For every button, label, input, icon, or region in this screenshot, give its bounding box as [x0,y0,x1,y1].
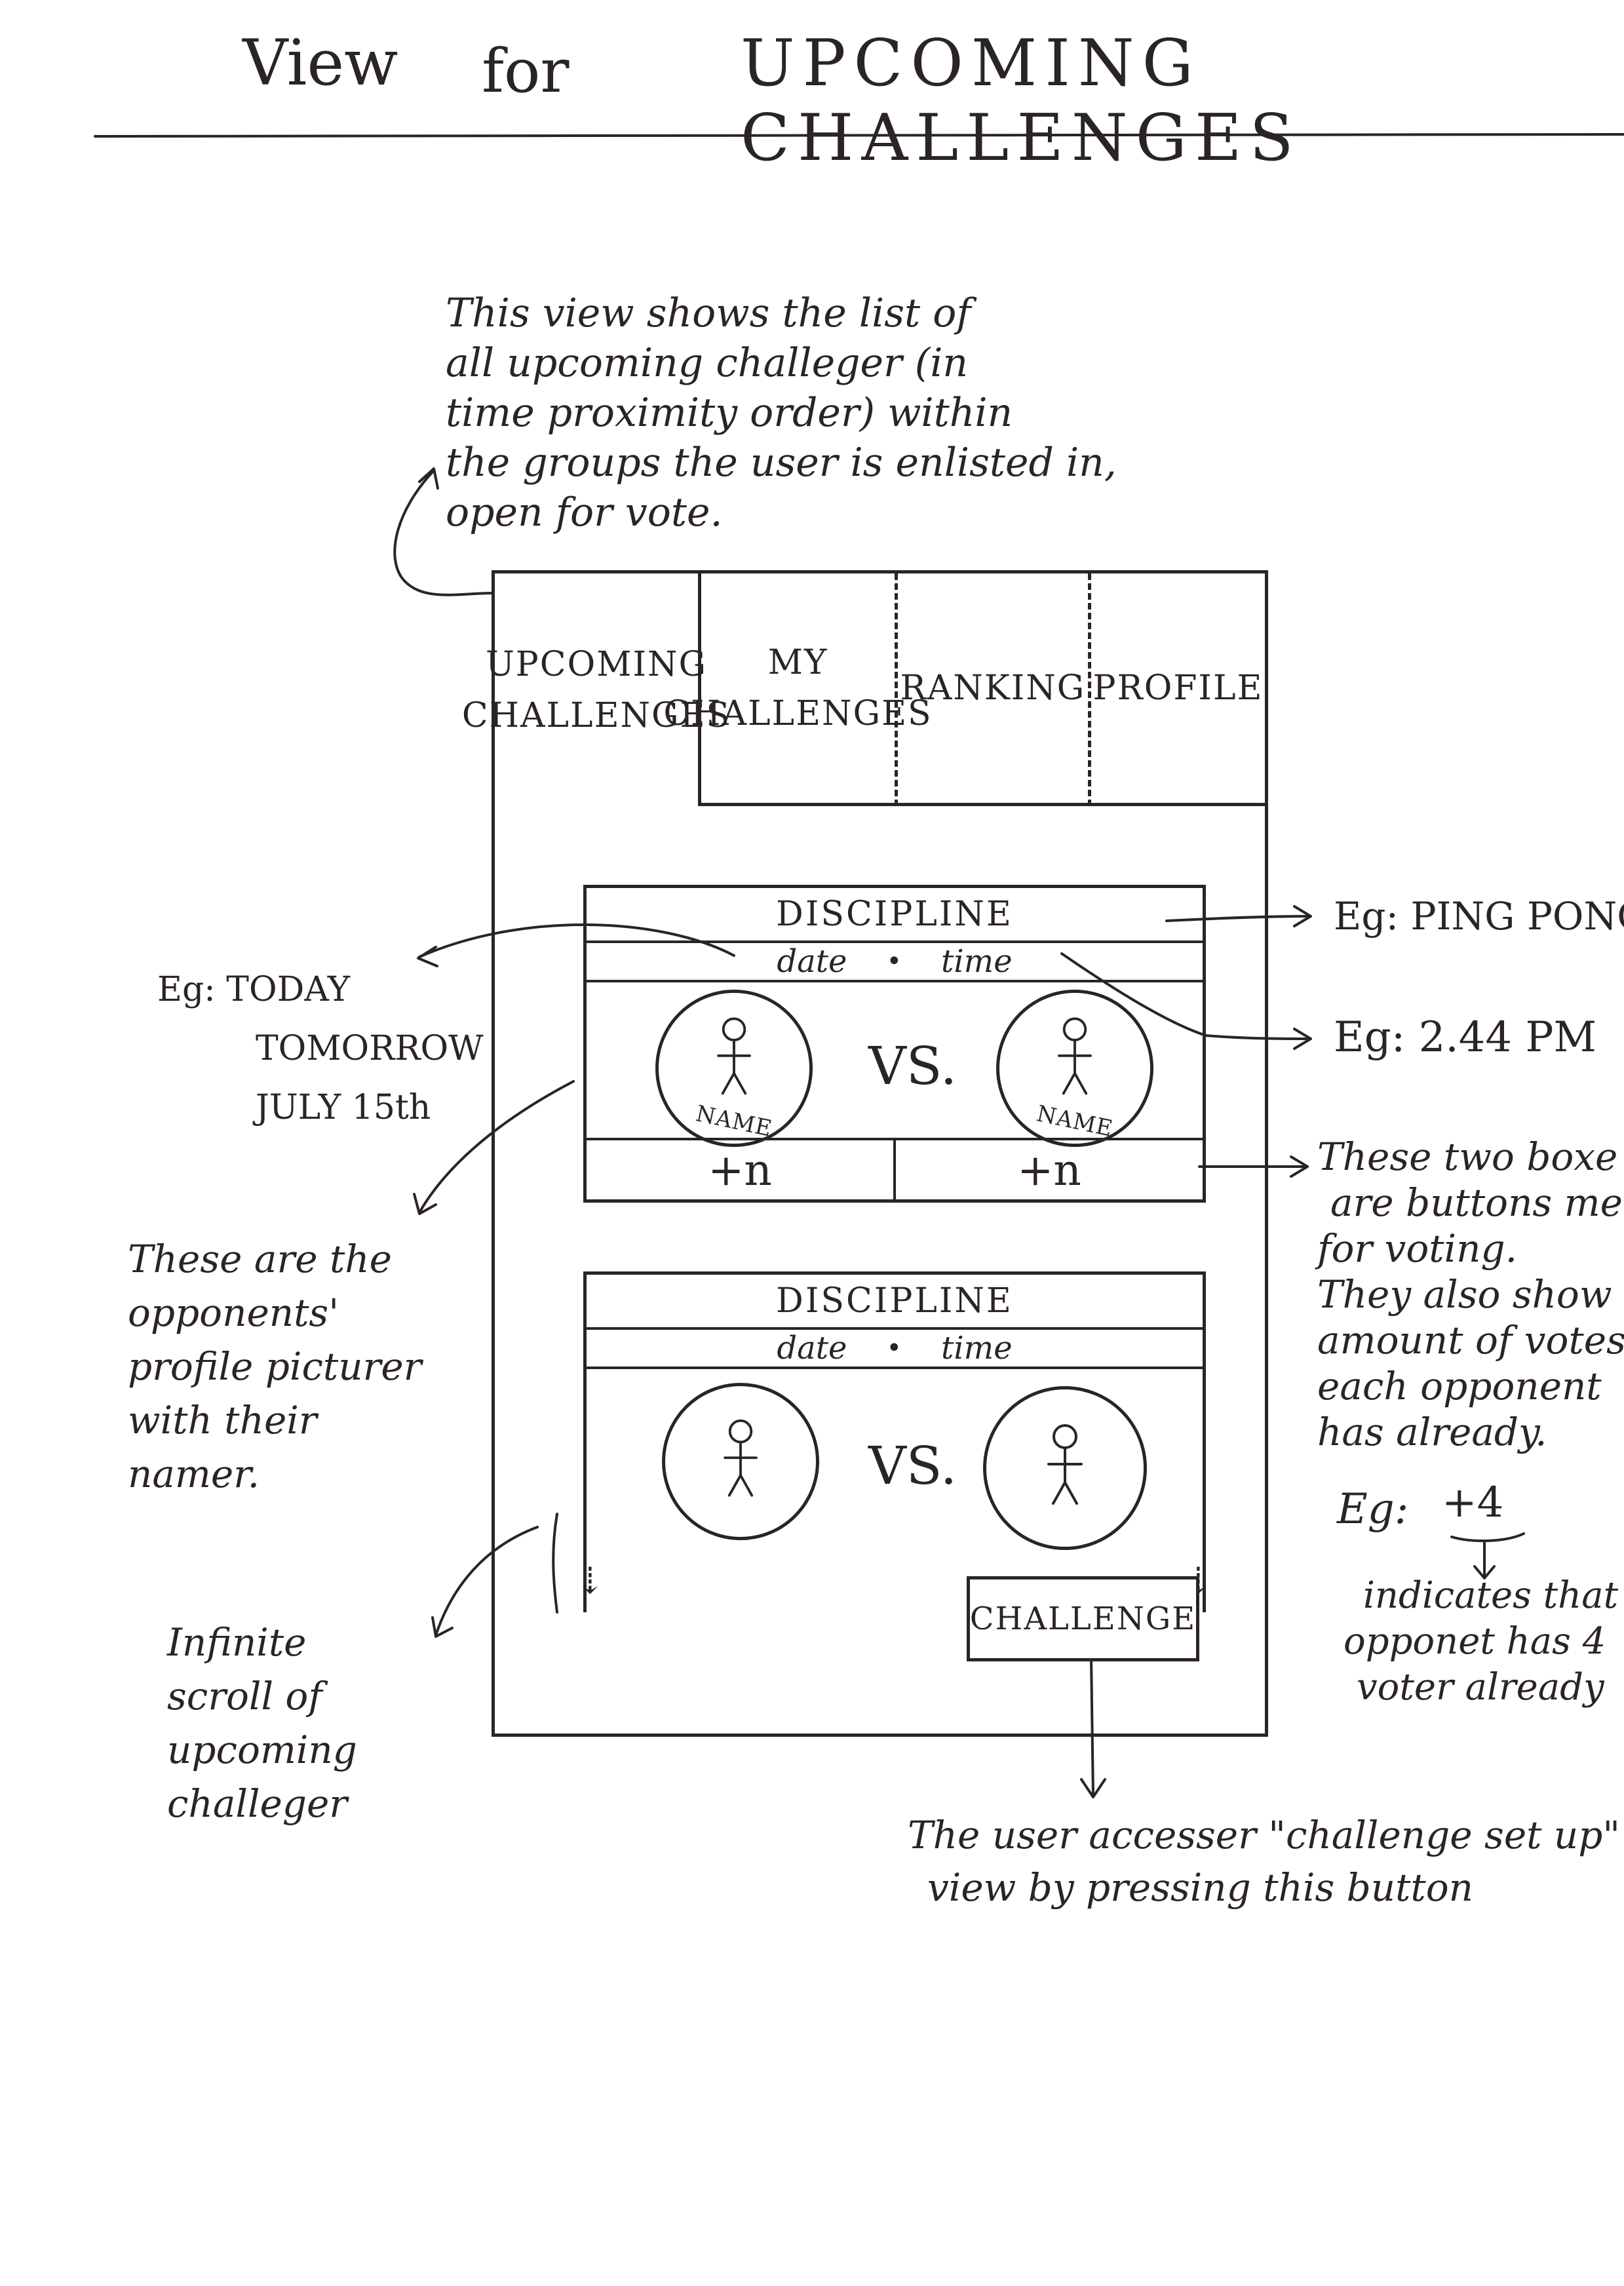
note-infinite-scroll: Infinite scroll of upcoming challeger [167,1616,357,1831]
note-profile-line: opponents' [128,1290,339,1335]
note-scroll-line: upcoming [167,1728,357,1772]
separator-dot: • [886,1333,902,1363]
note-top-line: time proximity order) within [446,390,1013,436]
tab-label: MY [767,643,828,682]
note-profile-line: These are the [128,1237,392,1281]
note-vote-buttons: These two boxe are buttons mea for votin… [1317,1134,1624,1455]
note-profile-pictures: These are the opponents' profile picture… [128,1232,421,1501]
tab-ranking[interactable]: RANKING [895,573,1088,806]
date-label: date [777,943,847,980]
note-vote-example-value: +4 [1442,1479,1504,1527]
opponent-avatar-right[interactable] [983,1386,1147,1550]
note-time-example: Eg: 2.44 PM [1334,1013,1597,1062]
opponent-avatar-left[interactable]: NAME [655,990,813,1147]
note-vote-line: for voting. [1317,1226,1518,1271]
note-discipline-example: Eg: PING PONG [1334,894,1624,939]
separator-dot: • [886,946,902,977]
note-vote-line: each opponent [1317,1364,1602,1408]
note-scroll-line: challeger [167,1781,348,1826]
note-date-example: Eg: TODAY TOMORROW JULY 15th [157,960,484,1137]
time-label: time [941,1330,1013,1366]
tab-label: CHALLENGES [663,694,933,733]
note-vote-expl-line: indicates that [1363,1574,1619,1617]
note-challenge-line: view by pressing this button [927,1865,1474,1910]
note-vote-line: are buttons mea [1330,1180,1624,1225]
tab-profile[interactable]: PROFILE [1088,573,1265,806]
tab-label: CHALLENGES [461,695,731,735]
vote-bar: +n +n [587,1138,1203,1199]
note-vote-line: They also show th [1317,1272,1624,1317]
note-vote-example-label: Eg: [1337,1485,1409,1534]
discipline-label: DISCIPLINE [587,1275,1203,1330]
tab-label: UPCOMING [485,644,708,684]
note-vote-line: has already. [1317,1410,1547,1454]
note-challenge-button: The user accesser "challenge set up" vie… [908,1809,1620,1914]
note-profile-line: profile picturer [128,1344,422,1389]
note-vote-line: These two boxe [1317,1134,1618,1179]
note-date-line: TOMORROW [256,1029,484,1068]
time-label: time [941,943,1013,980]
challenge-card[interactable]: DISCIPLINE date • time VS. [575,1271,1214,1612]
challenge-button[interactable]: CHALLENGE [967,1576,1199,1661]
note-top-line: all upcoming challeger (in [446,340,969,386]
tab-my-challenges[interactable]: MY CHALLENGES [663,573,931,806]
page-title: UPCOMING CHALLENGES [741,26,1302,176]
date-time-row: date • time [587,943,1203,982]
vote-right-button[interactable]: +n [893,1140,1203,1199]
note-vote-expl-line: voter already [1357,1666,1604,1709]
tab-label: PROFILE [1092,668,1264,708]
challenge-card[interactable]: DISCIPLINE date • time NAME VS. [583,885,1206,1203]
person-icon [717,1017,751,1095]
tab-upcoming-challenges[interactable]: UPCOMING CHALLENGES [462,573,729,806]
discipline-label: DISCIPLINE [587,888,1203,943]
note-top: This view shows the list of all upcoming… [446,288,1117,537]
note-date-line: JULY 15th [256,1088,431,1127]
note-top-line: the groups the user is enlisted in, [446,440,1117,486]
note-vote-example-expl: indicates that opponet has 4 voter alrea… [1344,1573,1619,1711]
note-challenge-line: The user accesser "challenge set up" [908,1813,1621,1857]
person-icon [1047,1424,1083,1505]
vote-left-button[interactable]: +n [708,1144,772,1195]
note-top-line: open for vote. [446,490,723,535]
title-for-word: for [482,36,570,106]
note-top-line: This view shows the list of [446,290,971,336]
person-icon [1058,1017,1092,1095]
date-label: date [777,1330,847,1366]
vs-label: VS. [868,1435,957,1496]
note-vote-expl-line: opponet has 4 [1344,1620,1606,1663]
person-icon [724,1419,758,1497]
title-view-word: View [242,26,398,100]
opponent-avatar-left[interactable] [662,1383,819,1540]
note-scroll-line: scroll of [167,1674,322,1718]
phone-frame: UPCOMING CHALLENGES MY CHALLENGES RANKIN… [462,570,1268,1737]
opponent-avatar-right[interactable]: NAME [996,990,1153,1147]
tab-label: RANKING [900,668,1086,708]
note-profile-line: namer. [128,1452,260,1496]
scroll-down-icon[interactable]: ⇣ [575,1560,606,1602]
note-scroll-line: Infinite [167,1620,307,1665]
note-date-line: Eg: TODAY [157,970,351,1009]
vote-example-underline [1452,1534,1524,1541]
note-vote-line: amount of votes [1317,1318,1624,1363]
vs-label: VS. [868,1036,957,1096]
note-profile-line: with their [128,1398,317,1443]
date-time-row: date • time [587,1330,1203,1369]
